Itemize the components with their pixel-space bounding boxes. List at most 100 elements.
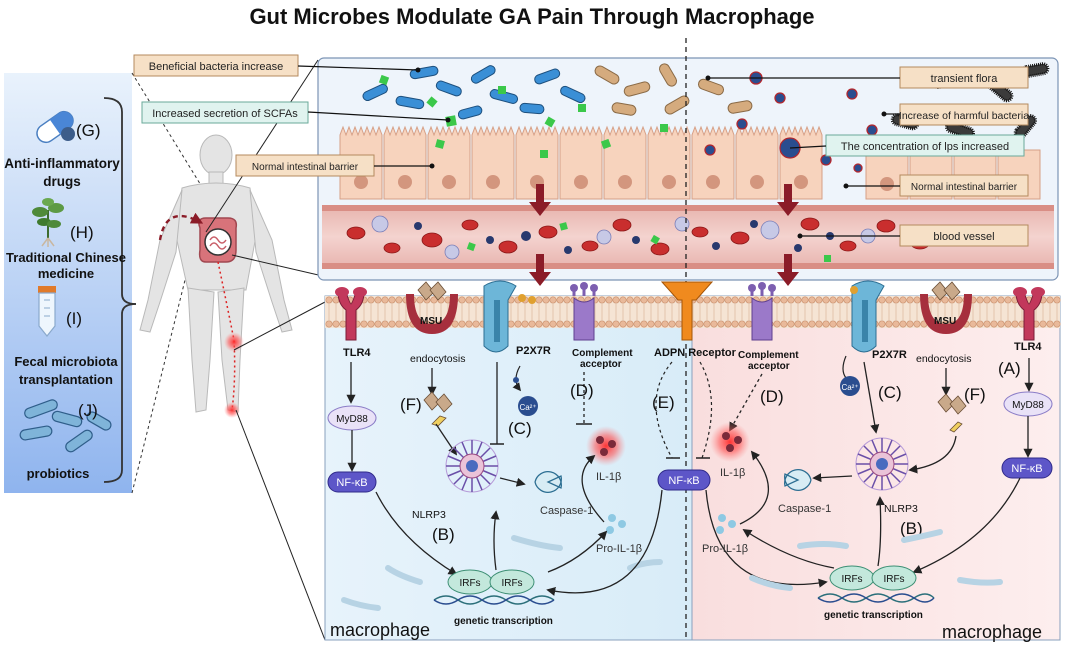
membrane-lipid-head [542, 320, 550, 328]
irf-left-1: IRFs [459, 578, 480, 589]
membrane-lipid-head [724, 320, 732, 328]
il1b-glow-left [586, 426, 626, 466]
caspase-1-right [784, 469, 812, 491]
anti-inflammatory-text-1: Anti-inflammatory [4, 156, 120, 171]
membrane-lipid-head [717, 320, 725, 328]
panel-connector-bottom [131, 267, 189, 494]
membrane-lipid-head [472, 296, 480, 304]
membrane-lipid-head [801, 296, 809, 304]
membrane-lipid-head [738, 296, 746, 304]
membrane-lipid-head [640, 296, 648, 304]
irfs-left: IRFs IRFs [447, 569, 535, 595]
membrane-lipid-head [906, 296, 914, 304]
gut-label-normal-barrier-left: Normal intestinal barrier [235, 154, 375, 177]
membrane-lipid-head [829, 296, 837, 304]
il1b-molecules-right [722, 432, 742, 452]
msu-label-left: MSU [420, 316, 442, 327]
membrane-lipid-head [556, 296, 564, 304]
membrane-lipid-head [801, 320, 809, 328]
nlrp3-label-right: NLRP3 [884, 503, 918, 515]
label-c-right: (C) [878, 383, 902, 402]
membrane-lipid-head [885, 296, 893, 304]
label-i: (I) [66, 309, 82, 328]
label-f-left: (F) [400, 395, 422, 414]
membrane-lipid-head [885, 320, 893, 328]
membrane-lipid-head [976, 296, 984, 304]
dna-right [817, 593, 935, 603]
foot-inflammation-icon [224, 402, 240, 418]
dna-left [433, 595, 555, 605]
membrane-lipid-head [647, 320, 655, 328]
membrane-lipid-head [787, 296, 795, 304]
endocytosis-label-left: endocytosis [410, 353, 465, 365]
complement-label-left-1: Complement [572, 348, 633, 359]
membrane-lipid-head [710, 296, 718, 304]
membrane-lipid-head [381, 296, 389, 304]
endocytosis-label-right: endocytosis [916, 353, 971, 365]
membrane-lipid-head [1004, 296, 1012, 304]
membrane-lipid-head [507, 320, 515, 328]
lps-particles [704, 71, 878, 173]
membrane-lipid-head [381, 320, 389, 328]
tcm-text-1: Traditional Chinese [6, 250, 126, 265]
msu-receptor-right [920, 281, 972, 334]
p2x7r-label-right: P2X7R [872, 349, 907, 361]
membrane-lipid-head [794, 320, 802, 328]
membrane-lipid-head [836, 296, 844, 304]
membrane-lipid-head [563, 296, 571, 304]
gut-label-beneficial: Beneficial bacteria increase [133, 54, 299, 77]
membrane-lipid-head [514, 320, 522, 328]
membrane-lipid-head [878, 320, 886, 328]
membrane-lipid-head [878, 296, 886, 304]
pain-path [217, 261, 236, 411]
joint-to-cell-line [233, 301, 326, 351]
membrane-lipid-head [458, 296, 466, 304]
membrane-lipid-head [773, 320, 781, 328]
fmt-text-1: Fecal microbiota [14, 354, 118, 369]
membrane-lipid-head [612, 320, 620, 328]
membrane-lipid-head [983, 320, 991, 328]
panel-connector-top [131, 72, 211, 201]
membrane-lipid-head [913, 296, 921, 304]
gut-label-lps: The concentration of lps increased [825, 134, 1025, 157]
membrane-lipid-head [633, 296, 641, 304]
membrane-lipid-head [843, 296, 851, 304]
membrane-lipid-head [325, 296, 333, 304]
gut-panel: Beneficial bacteria increase Increased s… [133, 54, 1059, 286]
membrane-lipid-head [997, 296, 1005, 304]
membrane-lipid-head [1046, 320, 1054, 328]
membrane-lipid-head [654, 320, 662, 328]
membrane-lipid-head [1053, 296, 1061, 304]
nfkb-center: NF-κB [657, 469, 711, 491]
il1b-glow-right [710, 422, 750, 462]
membrane-lipid-head [661, 296, 669, 304]
lps-particles-vessel [414, 220, 834, 254]
scfa-particles-vessel [466, 222, 831, 262]
nfkb-left-text: NF-κB [336, 477, 367, 489]
macrophage-label-left: macrophage [330, 620, 430, 640]
membrane-lipid-head [815, 320, 823, 328]
membrane-lipid-head [416, 296, 424, 304]
blood-vessel-label-text: blood vessel [933, 231, 994, 243]
membrane-lipid-head [822, 296, 830, 304]
membrane-lipid-head [598, 296, 606, 304]
er-strands-right [749, 529, 1003, 591]
membrane-lipid-head [549, 296, 557, 304]
probiotics-text: probiotics [27, 466, 90, 481]
normal-barrier-right-text: Normal intestinal barrier [911, 182, 1018, 193]
membrane-lipid-head [983, 296, 991, 304]
membrane-lipid-head [927, 296, 935, 304]
complement-label-right-1: Complement [738, 350, 799, 361]
test-tube-icon [38, 286, 56, 337]
label-d-right: (D) [760, 387, 784, 406]
beneficial-label-text: Beneficial bacteria increase [149, 61, 284, 73]
membrane-lipid-head [388, 320, 396, 328]
membrane-lipid-head [780, 320, 788, 328]
gut-label-blood-vessel: blood vessel [899, 224, 1029, 247]
membrane-lipid-head [465, 296, 473, 304]
nfkb-right-text: NF-κB [1011, 463, 1042, 475]
msu-crystal-left [423, 391, 453, 427]
membrane-lipid-head [626, 320, 634, 328]
membrane-lipid-head [325, 320, 333, 328]
human-body-figure [139, 134, 293, 418]
